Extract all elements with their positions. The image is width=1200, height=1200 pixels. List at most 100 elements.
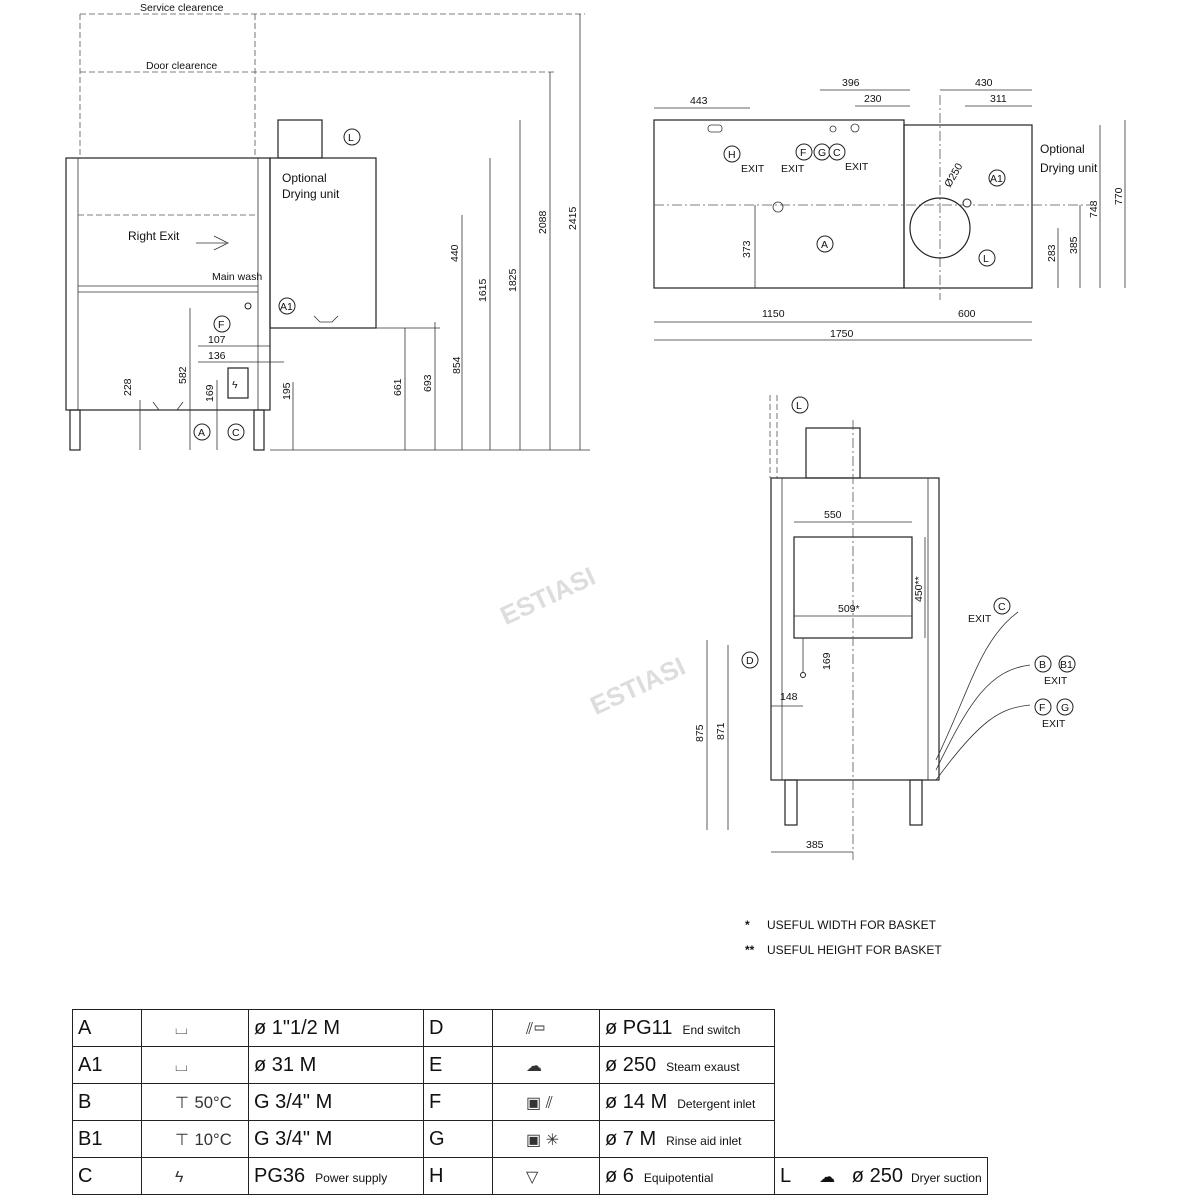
- dim-169: 169: [204, 384, 216, 402]
- dim-230: 230: [864, 93, 882, 105]
- main-wash-label: Main wash: [212, 271, 262, 283]
- dim-136: 136: [208, 350, 226, 362]
- svg-text:F: F: [218, 319, 224, 331]
- watermark-1: ESTIASI: [495, 561, 599, 631]
- svg-text:G: G: [1061, 702, 1069, 714]
- watermark-2: ESTIASI: [585, 651, 689, 721]
- svg-text:EXIT: EXIT: [1044, 675, 1068, 687]
- right-exit-label: Right Exit: [128, 229, 180, 243]
- dim-2415: 2415: [567, 206, 579, 230]
- dim-283: 283: [1046, 244, 1058, 262]
- drying-unit-label-1: Optional: [282, 171, 327, 185]
- drain-icon: ⌴: [175, 1057, 188, 1075]
- steam-icon: ☁: [526, 1057, 542, 1075]
- hose-b-icon: [935, 664, 1031, 771]
- basket-notes: *USEFUL WIDTH FOR BASKET **USEFUL HEIGHT…: [745, 918, 942, 968]
- dim-169: 169: [821, 652, 833, 670]
- drain-icon: [152, 401, 184, 411]
- technical-drawing: Service clearence Door clearence Right E…: [65, 2, 1126, 860]
- lightning-icon: ϟ: [232, 379, 238, 391]
- svg-text:C: C: [833, 147, 841, 159]
- cable-c-icon: [935, 611, 1019, 761]
- dim-373: 373: [741, 240, 753, 258]
- dim-440: 440: [449, 244, 461, 262]
- dim-250: Ø250: [942, 161, 965, 189]
- dim-1150: 1150: [762, 308, 785, 320]
- note-width: *USEFUL WIDTH FOR BASKET: [745, 918, 936, 932]
- side-view: Service clearence Door clearence Right E…: [65, 2, 590, 451]
- drying-unit-label-2: Drying unit: [282, 187, 340, 201]
- svg-text:B1: B1: [1060, 659, 1073, 671]
- dim-228: 228: [122, 378, 134, 396]
- svg-text:EXIT: EXIT: [845, 161, 869, 173]
- svg-text:EXIT: EXIT: [1042, 718, 1066, 730]
- svg-text:EXIT: EXIT: [968, 613, 992, 625]
- svg-text:H: H: [728, 149, 736, 161]
- svg-text:A: A: [821, 239, 828, 251]
- dim-396: 396: [842, 77, 860, 89]
- service-clearance-label: Service clearence: [140, 2, 224, 14]
- dim-385: 385: [1068, 236, 1080, 254]
- note-height: **USEFUL HEIGHT FOR BASKET: [745, 943, 942, 957]
- dim-107: 107: [208, 334, 226, 346]
- svg-text:C: C: [232, 427, 240, 439]
- svg-text:F: F: [800, 147, 806, 159]
- equipotential-icon: ▽: [526, 1168, 539, 1186]
- svg-text:A: A: [198, 427, 205, 439]
- svg-text:L: L: [983, 253, 989, 265]
- top-optional-label: Optional: [1040, 142, 1085, 156]
- dim-550: 550: [824, 509, 842, 521]
- dim-693: 693: [422, 374, 434, 392]
- detergent-icon: ▣ ⫽: [526, 1094, 553, 1112]
- svg-text:A1: A1: [280, 301, 293, 313]
- dim-770: 770: [1113, 187, 1125, 205]
- dim-1615: 1615: [477, 278, 489, 302]
- top-drying-label: Drying unit: [1040, 161, 1098, 175]
- dim-509: 509*: [838, 603, 860, 615]
- dim-385: 385: [806, 839, 824, 851]
- dryer-icon: ☁: [819, 1168, 836, 1186]
- dim-195: 195: [281, 382, 293, 400]
- dim-443: 443: [690, 95, 708, 107]
- drain-icon: ⌴: [175, 1020, 188, 1038]
- lightning-icon: ϟ: [175, 1168, 184, 1186]
- right-exit-arrow-icon: [196, 235, 229, 251]
- dim-661: 661: [392, 378, 404, 396]
- tap-icon: ⊤: [175, 1131, 189, 1149]
- end-switch-icon: ⫽▭: [526, 1020, 546, 1038]
- dim-1750: 1750: [830, 328, 854, 340]
- svg-text:F: F: [1039, 702, 1045, 714]
- svg-text:L: L: [796, 400, 802, 412]
- dim-875: 875: [694, 724, 706, 742]
- svg-text:A1: A1: [990, 173, 1003, 185]
- front-view: 550 509* 450** 169 148 875 871 385 L C E…: [694, 395, 1076, 860]
- dim-871: 871: [715, 722, 727, 740]
- dim-1825: 1825: [507, 268, 519, 292]
- svg-text:EXIT: EXIT: [741, 163, 765, 175]
- dim-854: 854: [451, 356, 463, 374]
- dim-2088: 2088: [537, 210, 549, 234]
- svg-text:C: C: [998, 601, 1006, 613]
- tap-icon: ⊤: [175, 1094, 189, 1112]
- dim-600: 600: [958, 308, 976, 320]
- rinse-aid-icon: ▣ ✳: [526, 1131, 559, 1149]
- top-view: Optional Drying unit 443 396 230 430 311…: [653, 77, 1126, 341]
- hose-fg-icon: [935, 704, 1031, 781]
- svg-text:G: G: [818, 147, 826, 159]
- dim-148: 148: [780, 691, 798, 703]
- svg-text:B: B: [1039, 659, 1046, 671]
- dim-311: 311: [990, 93, 1007, 105]
- dim-430: 430: [975, 77, 993, 89]
- svg-text:EXIT: EXIT: [781, 163, 805, 175]
- dim-450: 450**: [913, 576, 925, 602]
- dim-582: 582: [177, 366, 189, 384]
- svg-text:D: D: [746, 655, 754, 667]
- door-clearance-label: Door clearence: [146, 60, 217, 72]
- dim-748: 748: [1088, 200, 1100, 218]
